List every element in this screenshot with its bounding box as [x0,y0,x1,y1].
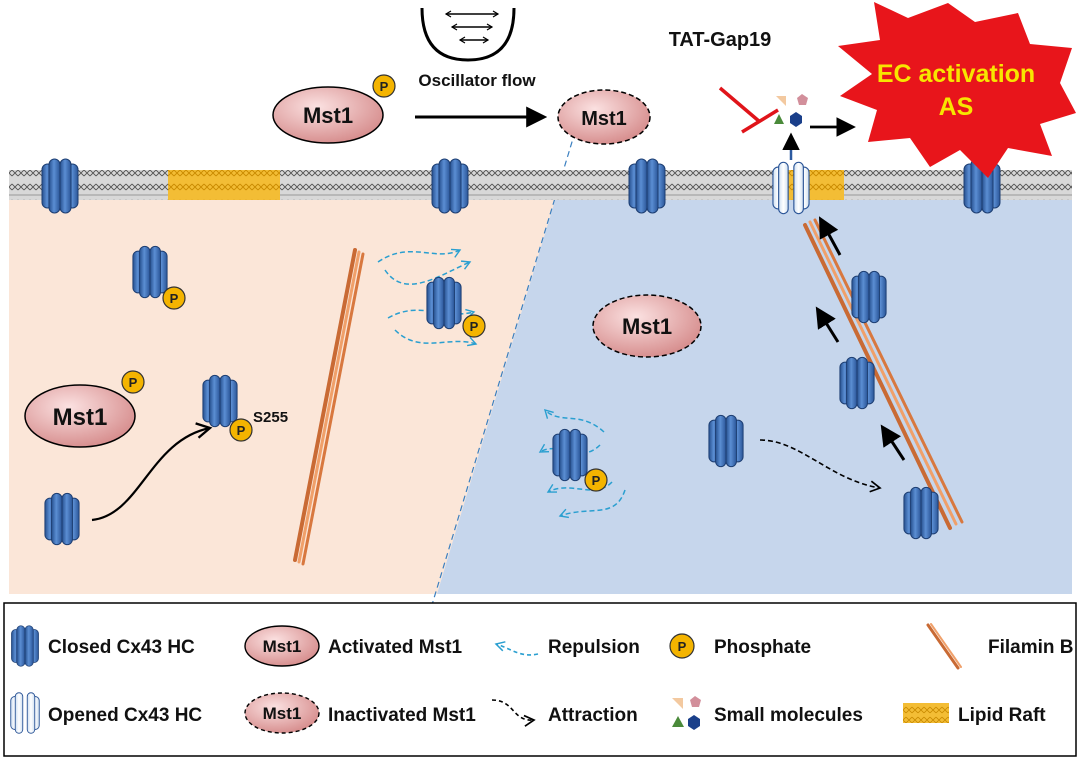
attraction-arrow [759,439,882,493]
legend-small-molecules: Small molecules [714,705,863,726]
closed-hc [903,486,939,540]
mst1-label: Mst1 [263,704,302,723]
legend-activated-mst1: Activated Mst1 [328,637,463,658]
legend-lipid-raft: Lipid Raft [958,705,1046,726]
mst1-label: Mst1 [53,404,108,431]
mst1-label: Mst1 [263,637,302,656]
phosphate-icon [162,286,186,310]
activated-mst1-top [272,86,384,144]
closed-hc [552,428,588,482]
translocation-arrows [815,216,906,461]
phosphate-label: P [470,319,479,334]
legend-closed-hc: Closed Cx43 HC [48,637,195,658]
legend-inactivated-mst1: Inactivated Mst1 [328,705,476,726]
oscillator-flow-label: Oscillator flow [418,71,536,90]
s255-site-label: S255 [253,409,288,426]
closed-hc [839,356,875,410]
legend-box [3,602,1077,757]
phosphate-icon [462,314,486,338]
legend-attraction: Attraction [548,705,638,726]
legend-small-molecules-icon [672,696,701,730]
ec-activation-burst [838,2,1076,178]
closed-hc [44,492,80,546]
oscillator-flow-icon [420,7,516,62]
legend-repulsion: Repulsion [548,637,640,658]
inactivated-mst1-top [557,89,651,145]
legend-activated-mst1-icon [244,625,320,667]
legend-repulsion-icon [494,641,539,656]
legend-attraction-icon [491,699,536,727]
legend-opened-hc: Opened Cx43 HC [48,705,202,726]
closed-hc [132,245,168,299]
legend-phosphate-icon [669,633,695,659]
phosphate-label: P [170,291,179,306]
membrane-closed-hc [628,158,666,214]
activated-mst1 [24,384,136,448]
mst1-label: Mst1 [581,108,627,130]
phosphate-label: P [237,423,246,438]
legend-inactivated-mst1-icon [244,692,320,734]
divider-line [427,131,576,619]
phosphate-icon [121,370,145,394]
outcome-line2: AS [939,93,974,121]
legend-filamin-b-icon [926,623,962,670]
phosphate-icon [372,74,396,98]
outcome-line1: EC activation [877,60,1035,88]
lipid-raft-left [168,170,280,200]
legend-closed-hc-icon [11,625,39,667]
closed-hc [708,414,744,468]
closed-hc [202,374,238,428]
phosphate-label: P [592,473,601,488]
closed-hc [851,270,887,324]
mst1-label: Mst1 [622,314,672,339]
legend-lipid-raft-icon [903,703,949,723]
phosphate-label: P [129,375,138,390]
inactivated-mst1 [592,294,702,358]
membrane-closed-hc [41,158,79,214]
small-molecules-icon [774,94,808,127]
filamin-b-left [293,248,365,566]
phosphate-label: P [678,639,687,654]
phosphorylation-arrow [91,422,213,522]
membrane-closed-hc [431,158,469,214]
tat-gap19-label: TAT-Gap19 [669,29,772,51]
legend-phosphate: Phosphate [714,637,811,658]
phosphate-icon [229,418,253,442]
phosphate-label: P [380,79,389,94]
legend-filamin-b: Filamin B [988,637,1074,658]
closed-hc [426,276,462,330]
phosphate-icon [584,468,608,492]
inhibition-symbol [718,86,779,134]
mst1-label: Mst1 [303,103,353,128]
